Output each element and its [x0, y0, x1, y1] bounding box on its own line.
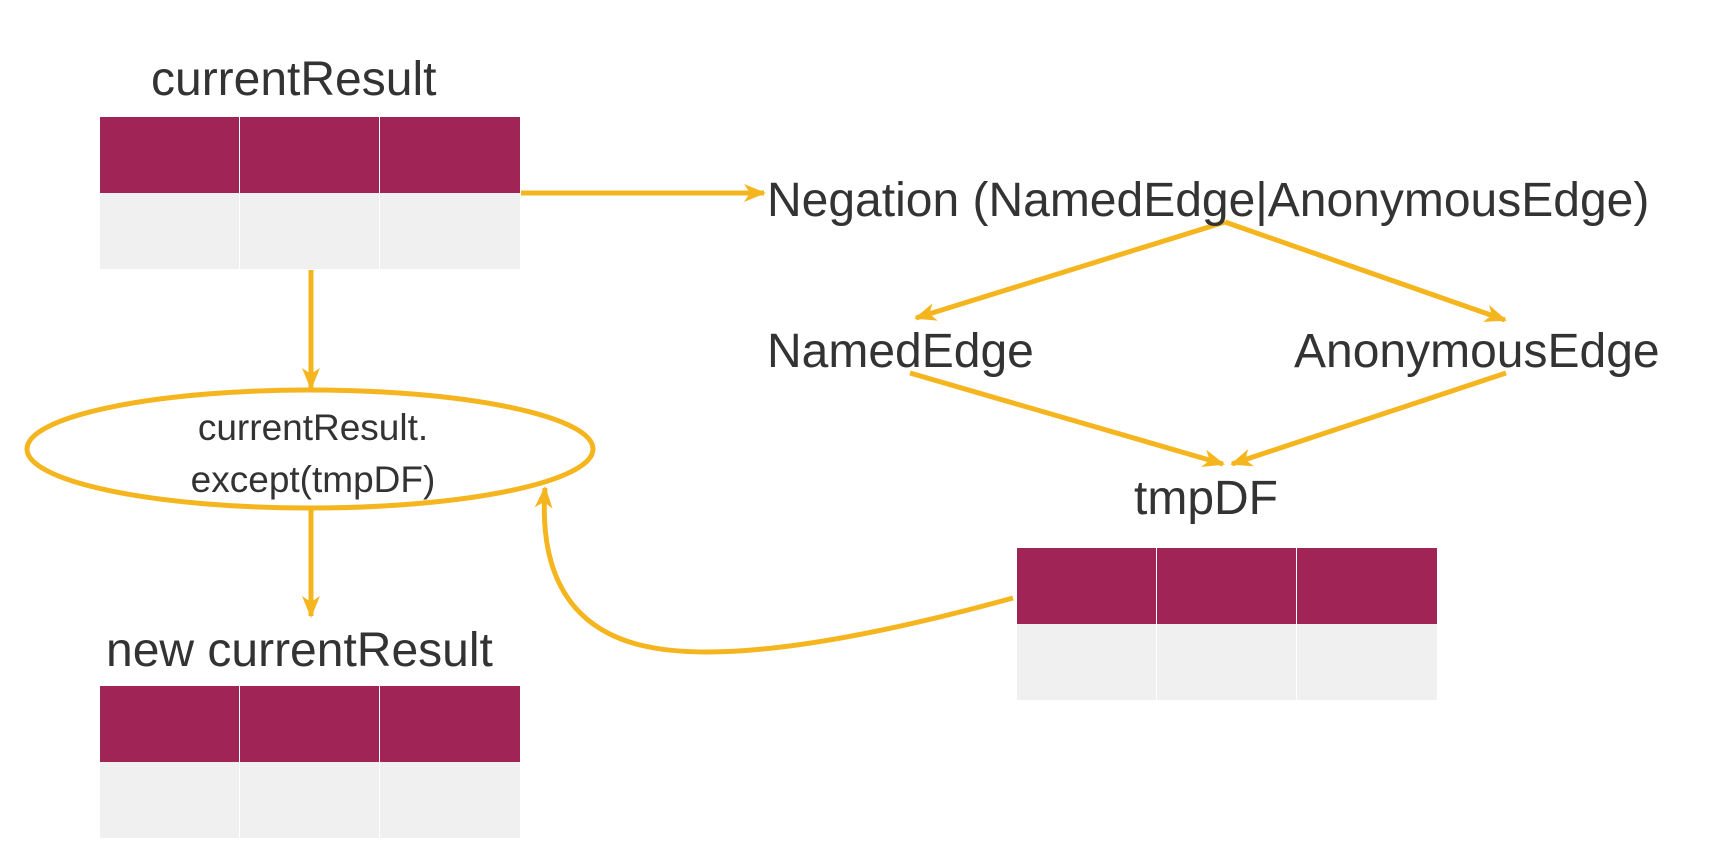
table-body-cell [380, 193, 520, 269]
table-header-cell [240, 686, 380, 762]
table-header-cell [1297, 548, 1437, 624]
except-operation-ellipse [24, 387, 596, 511]
arrow-tmpdf-to-except [534, 486, 1014, 655]
table-header-cell [1017, 548, 1157, 624]
table-body-cell [380, 762, 520, 838]
except-operation-line1: currentResult. [197, 407, 429, 448]
new-current-result-title: new currentResult [106, 624, 493, 677]
except-operation-line2: except(tmpDF) [190, 459, 436, 500]
table-header-cell [100, 686, 240, 762]
arrow-negation-to-named-edge [914, 219, 1226, 321]
arrow-named-edge-to-tmpdf [909, 370, 1225, 468]
table-header-cell [100, 117, 240, 193]
negation-node-label: Negation (NamedEdge|AnonymousEdge) [767, 174, 1650, 227]
new-current-result-table [100, 686, 520, 838]
table-body-cell [1297, 624, 1437, 700]
current-result-table [100, 117, 520, 269]
tmpdf-title: tmpDF [1134, 472, 1278, 525]
table-body-cell [1017, 624, 1157, 700]
anonymous-edge-node-label: AnonymousEdge [1294, 325, 1660, 378]
current-result-title: currentResult [151, 53, 437, 106]
arrow-negation-to-anonymous-edge [1224, 219, 1507, 323]
table-body-cell [240, 762, 380, 838]
table-header-cell [380, 117, 520, 193]
table-header-cell [380, 686, 520, 762]
except-operation-label: currentResult. except(tmpDF) [28, 402, 598, 506]
named-edge-node-label: NamedEdge [767, 325, 1034, 378]
table-body-cell [100, 762, 240, 838]
table-body-cell [240, 193, 380, 269]
table-header-cell [240, 117, 380, 193]
table-header-cell [1157, 548, 1297, 624]
tmpdf-table [1017, 548, 1437, 700]
table-body-cell [1157, 624, 1297, 700]
arrow-anonymous-edge-to-tmpdf [1230, 370, 1507, 467]
table-body-cell [100, 193, 240, 269]
